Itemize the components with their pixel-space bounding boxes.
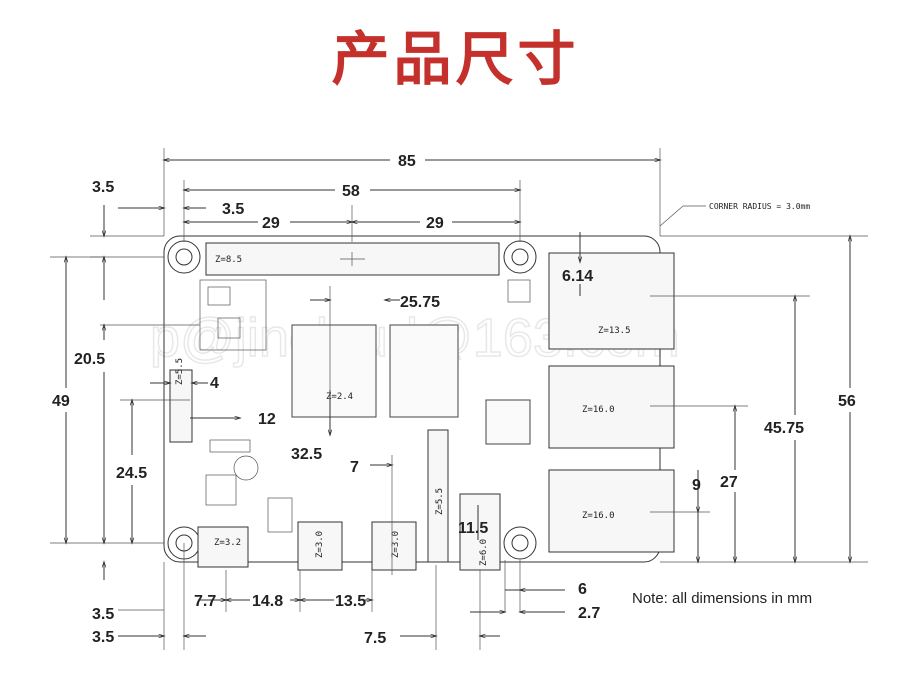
audio-jack [459,493,501,571]
ram-chip [291,324,377,418]
usb-port-a [548,365,675,449]
display-connector [169,369,193,443]
usb-a-z-label: Z=16.0 [582,405,615,415]
dim-6-14: 6.14 [562,268,593,285]
dimension-lines [50,148,868,650]
dim-29-left: 29 [262,215,280,232]
dim-85: 85 [398,153,416,170]
dim-12: 12 [258,411,276,428]
hdmi-port-1 [297,521,343,571]
usb-port-b [548,469,675,553]
hdmi1-z-label: Z=3.0 [315,531,325,558]
camera-z-label: Z=5.5 [435,488,445,515]
dim-3-5-inner: 3.5 [222,201,244,218]
hdmi-port-2 [371,521,417,571]
dim-20-5: 20.5 [74,351,105,368]
audio-z-label: Z=6.0 [479,539,489,566]
dim-13-5: 13.5 [335,593,366,610]
dim-14-8: 14.8 [252,593,283,610]
dim-49: 49 [52,393,70,410]
hdmi2-z-label: Z=3.0 [391,531,401,558]
power-connector [197,526,249,568]
usb-b-z-label: Z=16.0 [582,511,615,521]
dim-3-5-bottom-2: 3.5 [92,629,114,646]
dim-56: 56 [838,393,856,410]
ram-z-label: Z=2.4 [326,392,353,402]
ethernet-z-label: Z=13.5 [598,326,631,336]
soc-chip [389,324,459,418]
page-title: 产品尺寸 [331,25,580,93]
dim-45-75: 45.75 [764,420,804,437]
gpio-z-label: Z=8.5 [215,255,242,265]
dim-6: 6 [578,581,587,598]
power-z-label: Z=3.2 [214,538,241,548]
dim-27: 27 [720,474,738,491]
dim-25-75: 25.75 [400,294,440,311]
wifi-module [199,279,267,351]
dim-32-5: 32.5 [291,446,322,463]
usb-controller-chip [485,399,531,445]
dim-58: 58 [342,183,360,200]
dim-7-7: 7.7 [194,593,216,610]
dimensions-note: Note: all dimensions in mm [632,590,812,607]
dim-29-right: 29 [426,215,444,232]
corner-radius-label: CORNER RADIUS = 3.0mm [709,202,810,211]
dim-4: 4 [210,375,219,392]
dim-3-5-top-left: 3.5 [92,179,114,196]
dim-3-5-bottom: 3.5 [92,606,114,623]
dim-24-5: 24.5 [116,465,147,482]
dim-7-5: 7.5 [364,630,386,647]
display-z-label: Z=5.5 [175,358,185,385]
dim-2-7: 2.7 [578,605,600,622]
dim-11-5: 11.5 [458,520,488,537]
dim-9: 9 [692,477,701,494]
camera-connector [427,429,449,563]
dim-7: 7 [350,459,359,476]
ethernet-port [548,252,675,350]
